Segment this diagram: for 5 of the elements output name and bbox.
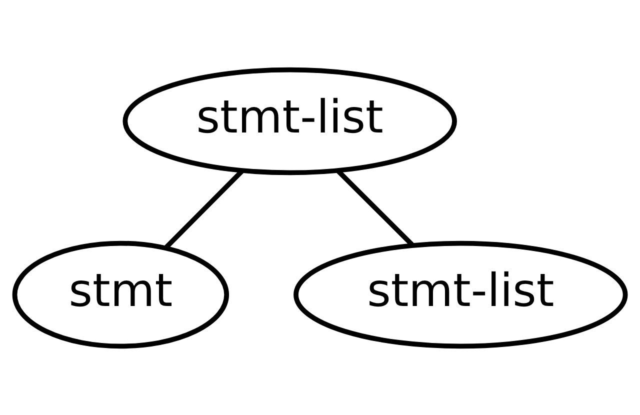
node-ellipse: stmt-list — [122, 66, 457, 175]
node-ellipse: stmt — [12, 240, 230, 348]
connector — [164, 169, 244, 249]
node-ellipse: stmt-list — [294, 240, 628, 348]
connector — [336, 169, 414, 246]
